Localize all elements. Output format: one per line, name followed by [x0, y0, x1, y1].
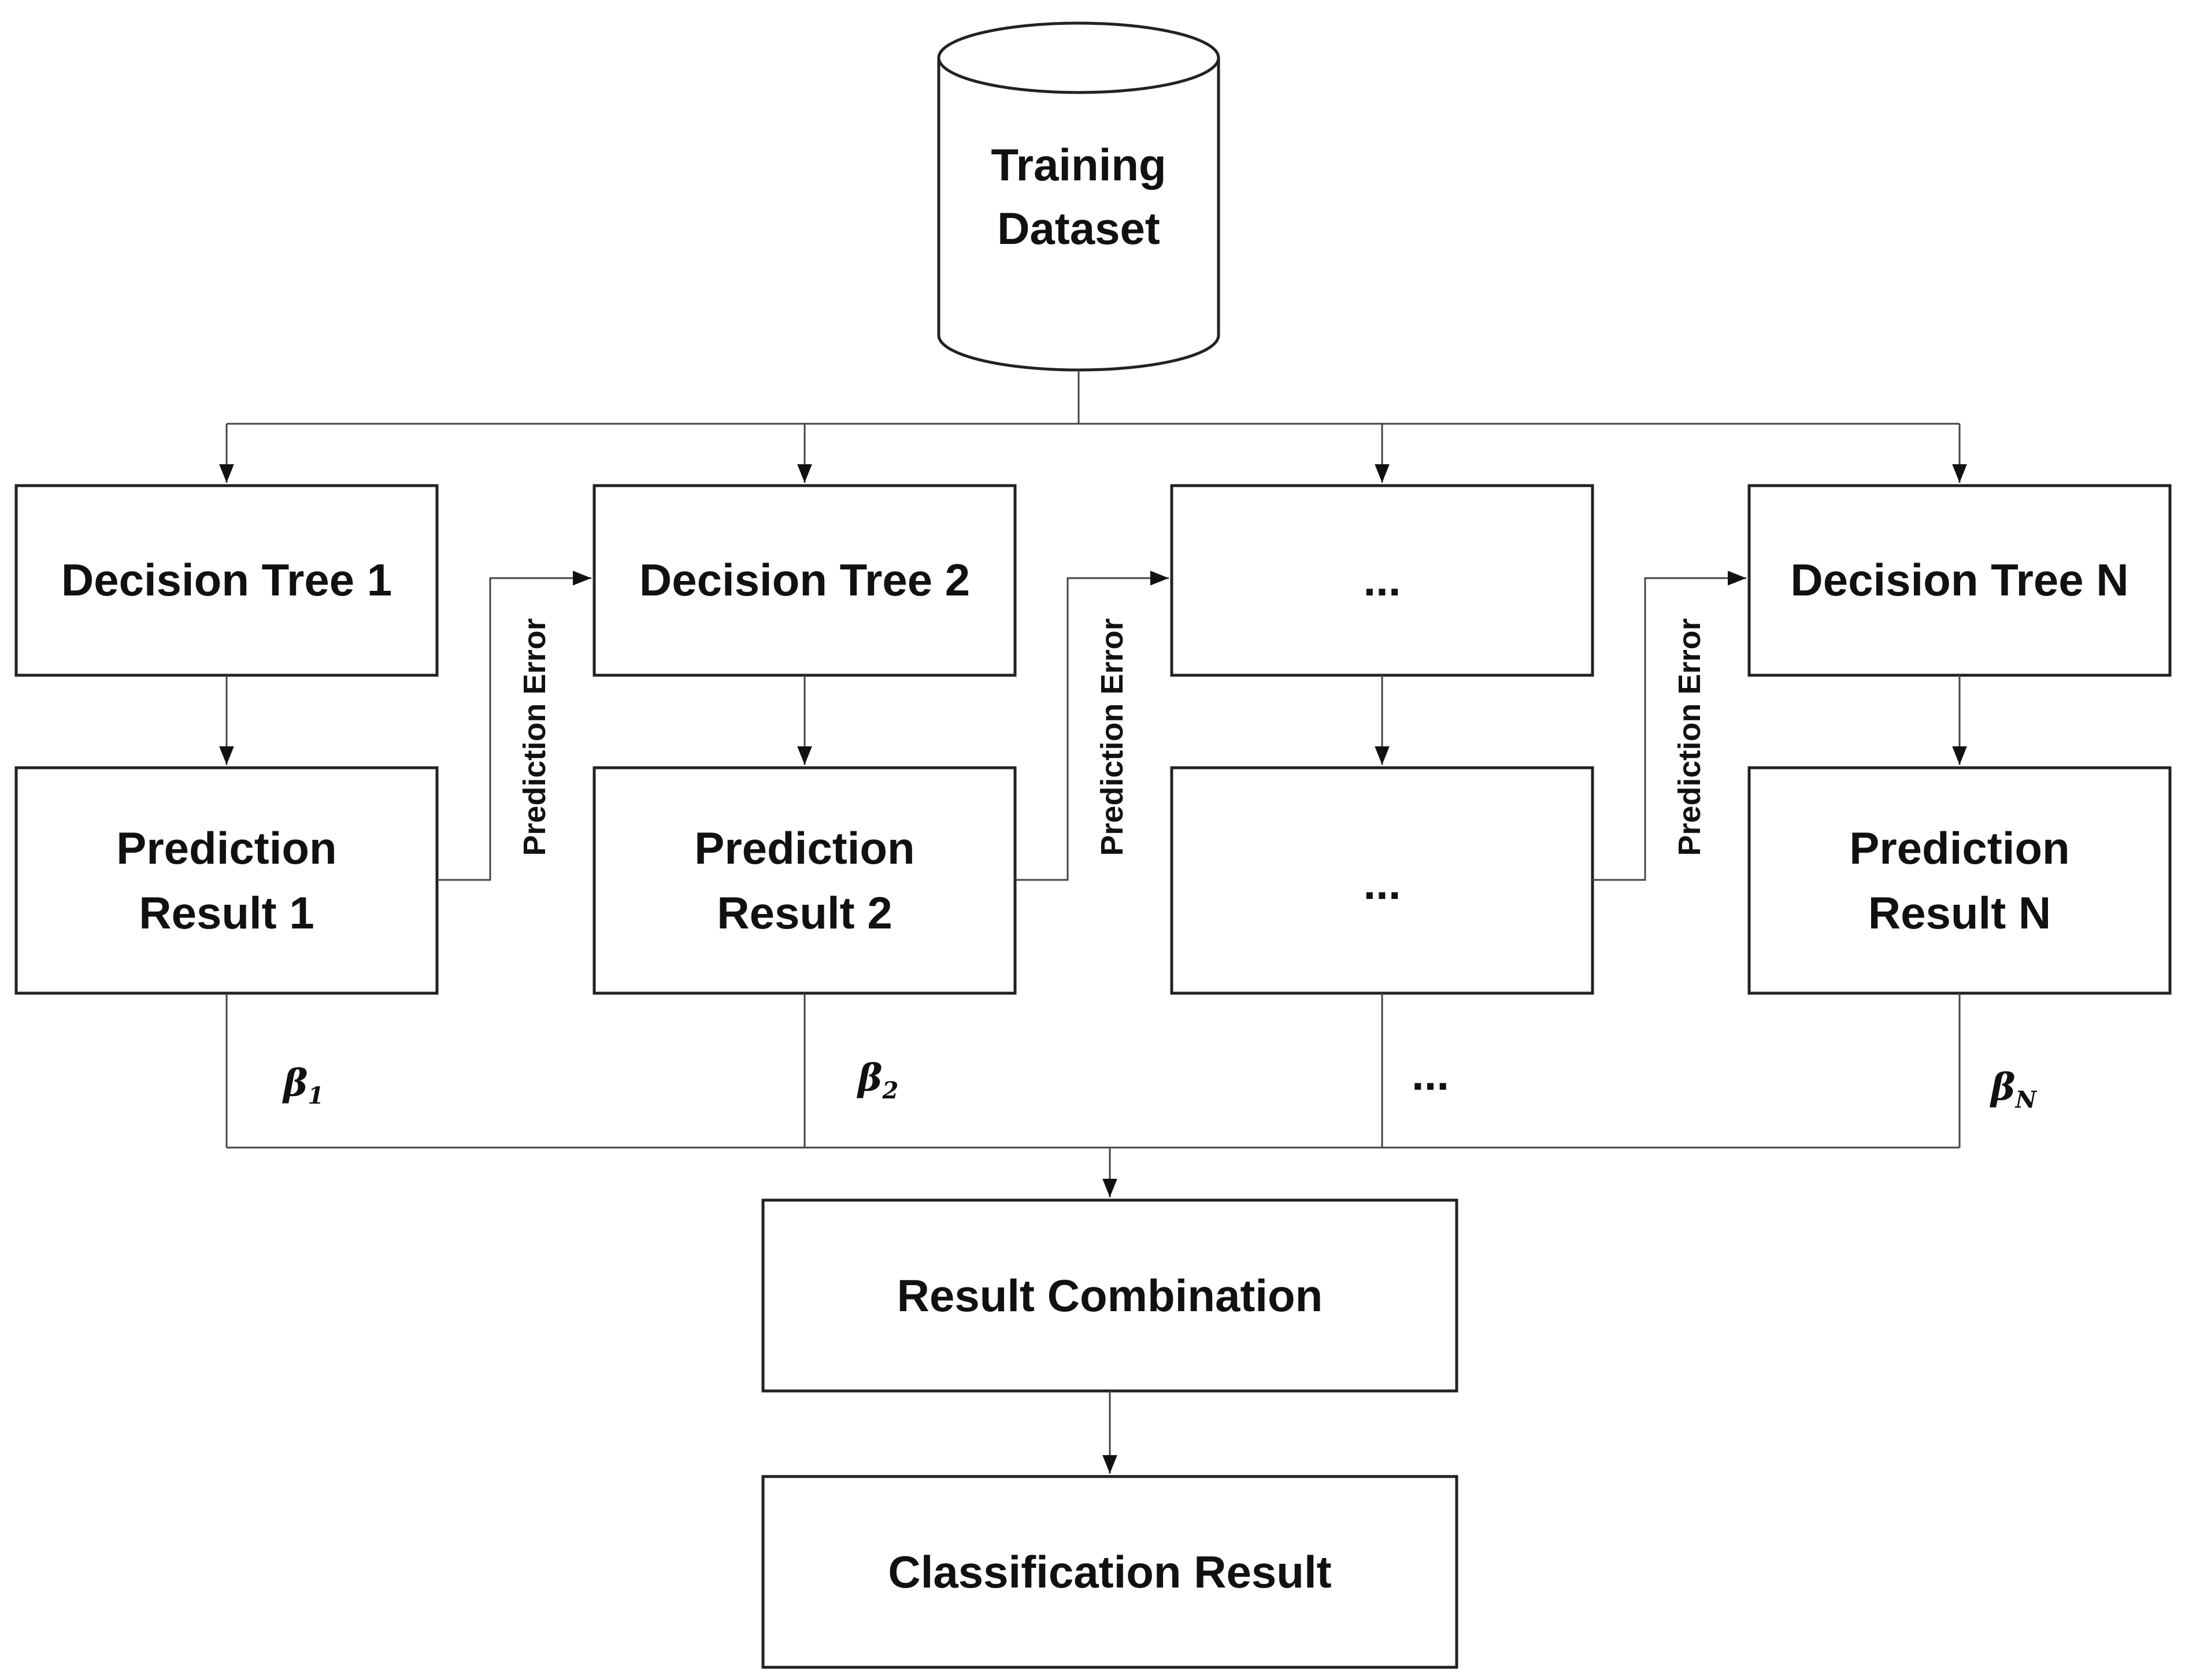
- prediction-result-n-line2: Result N: [1868, 887, 2051, 938]
- beta-n-label: βN: [1990, 1065, 2038, 1113]
- decision-tree-2-label: Decision Tree 2: [639, 554, 970, 605]
- classification-result-node: Classification Result: [761, 1475, 1458, 1669]
- prediction-result-2: Prediction Result 2: [592, 766, 1017, 995]
- result-combination-node: Result Combination: [761, 1198, 1458, 1393]
- tree-to-result-arrows: [219, 675, 1967, 765]
- decision-tree-1-label: Decision Tree 1: [61, 554, 392, 605]
- decision-tree-2: Decision Tree 2: [592, 484, 1017, 677]
- decision-tree-ellipsis: ...: [1170, 484, 1594, 677]
- training-dataset-node: Training Dataset: [937, 21, 1220, 372]
- prediction-result-2-line2: Result 2: [717, 887, 892, 938]
- distribution-connectors: [219, 370, 1967, 483]
- dataset-label-line2: Dataset: [997, 203, 1160, 254]
- result-combination-label: Result Combination: [897, 1270, 1323, 1321]
- beta-1-label: β1: [282, 1061, 324, 1109]
- prediction-result-1-line2: Result 1: [139, 887, 314, 938]
- prediction-error-label-2: Prediction Error: [1095, 618, 1129, 856]
- prediction-result-1-line1: Prediction: [116, 823, 336, 874]
- decision-tree-1: Decision Tree 1: [14, 484, 439, 677]
- aggregation-connectors: [225, 993, 1961, 1197]
- prediction-result-1: Prediction Result 1: [14, 766, 439, 995]
- dataset-label-line1: Training: [991, 139, 1166, 190]
- decision-tree-n-label: Decision Tree N: [1790, 554, 2128, 605]
- beta-ellipsis-label: ...: [1412, 1049, 1449, 1100]
- prediction-error-label-1: Prediction Error: [517, 618, 552, 856]
- prediction-error-connectors: [437, 571, 1746, 881]
- beta-2-label: β2: [857, 1056, 898, 1104]
- prediction-error-label-3: Prediction Error: [1672, 618, 1707, 856]
- prediction-result-n-line1: Prediction: [1849, 823, 2069, 874]
- decision-tree-n: Decision Tree N: [1747, 484, 2172, 677]
- prediction-result-2-line1: Prediction: [694, 823, 914, 874]
- prediction-result-n: Prediction Result N: [1747, 766, 2172, 995]
- prediction-result-ellipsis: ...: [1170, 766, 1594, 995]
- classification-result-label: Classification Result: [888, 1546, 1331, 1597]
- prediction-result-ellipsis-label: ...: [1363, 858, 1401, 909]
- decision-tree-ellipsis-label: ...: [1363, 554, 1401, 605]
